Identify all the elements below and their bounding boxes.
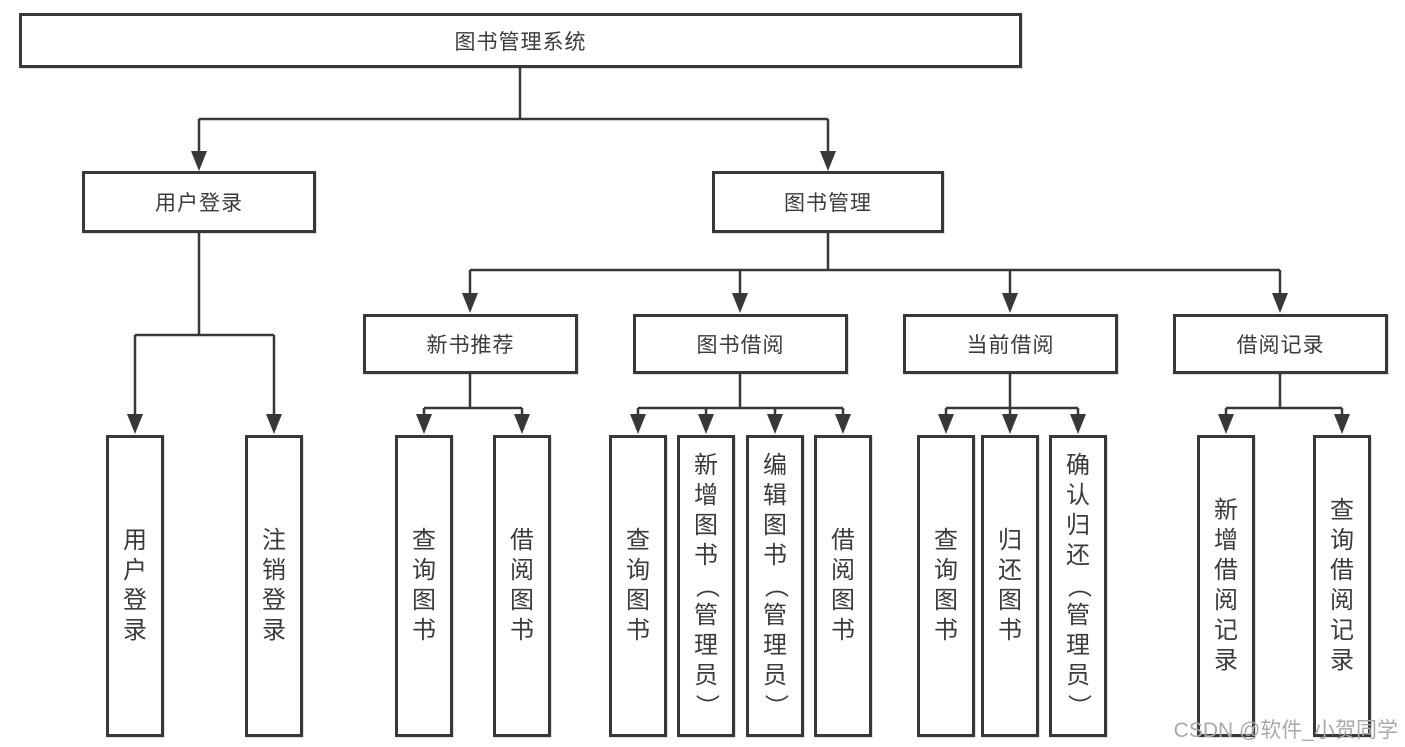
leaf-label: 借阅图书 xyxy=(831,527,855,644)
watermark: CSDN @软件_小贺同学 xyxy=(1173,719,1398,742)
leaf-label: 新增借阅记录 xyxy=(1214,497,1238,674)
node-label: 图书管理系统 xyxy=(454,30,587,54)
leaf-label: 注销登录 xyxy=(262,527,286,644)
leaf-label: 查询借阅记录 xyxy=(1330,497,1354,674)
leaf-add-borrow-record: 新增借阅记录 xyxy=(1197,435,1255,737)
leaf-label: 归还图书 xyxy=(998,527,1022,644)
leaf-add-books-admin: 新增图书（管理员） xyxy=(677,435,735,737)
node-borrow-records: 借阅记录 xyxy=(1173,314,1388,374)
leaf-label: 新增图书（管理员） xyxy=(693,452,720,718)
leaf-borrow-books: 借阅图书 xyxy=(814,435,872,737)
node-label: 图书管理 xyxy=(784,192,872,215)
leaf-user-login: 用户登录 xyxy=(106,435,164,737)
leaf-confirm-return-admin: 确认归还（管理员） xyxy=(1049,435,1107,737)
node-book-borrow: 图书借阅 xyxy=(633,314,848,374)
node-label: 当前借阅 xyxy=(966,334,1055,357)
leaf-borrow-books-recommend: 借阅图书 xyxy=(493,435,551,737)
node-label: 借阅记录 xyxy=(1236,334,1325,357)
leaf-label: 查询图书 xyxy=(934,527,958,644)
leaf-logout: 注销登录 xyxy=(245,435,303,737)
leaf-label: 查询图书 xyxy=(412,527,436,644)
node-user-login: 用户登录 xyxy=(82,171,316,233)
arrowheads xyxy=(127,151,1350,434)
leaf-label: 借阅图书 xyxy=(510,527,534,644)
leaf-query-books-recommend: 查询图书 xyxy=(395,435,453,737)
node-new-book-recommend: 新书推荐 xyxy=(363,314,578,374)
node-library-management-system: 图书管理系统 xyxy=(19,13,1022,68)
node-current-borrow: 当前借阅 xyxy=(903,314,1118,374)
node-label: 图书借阅 xyxy=(696,334,785,357)
leaf-return-books: 归还图书 xyxy=(981,435,1039,737)
node-label: 用户登录 xyxy=(155,192,243,215)
leaf-label: 确认归还（管理员） xyxy=(1065,452,1092,718)
node-label: 新书推荐 xyxy=(426,334,515,357)
leaf-edit-books-admin: 编辑图书（管理员） xyxy=(746,435,804,737)
node-book-management: 图书管理 xyxy=(712,171,944,233)
leaf-query-books-current: 查询图书 xyxy=(917,435,975,737)
leaf-label: 查询图书 xyxy=(626,527,650,644)
leaf-label: 编辑图书（管理员） xyxy=(762,452,789,718)
leaf-label: 用户登录 xyxy=(123,527,147,644)
leaf-query-borrow-record: 查询借阅记录 xyxy=(1313,435,1371,737)
leaf-query-books-borrow: 查询图书 xyxy=(609,435,667,737)
